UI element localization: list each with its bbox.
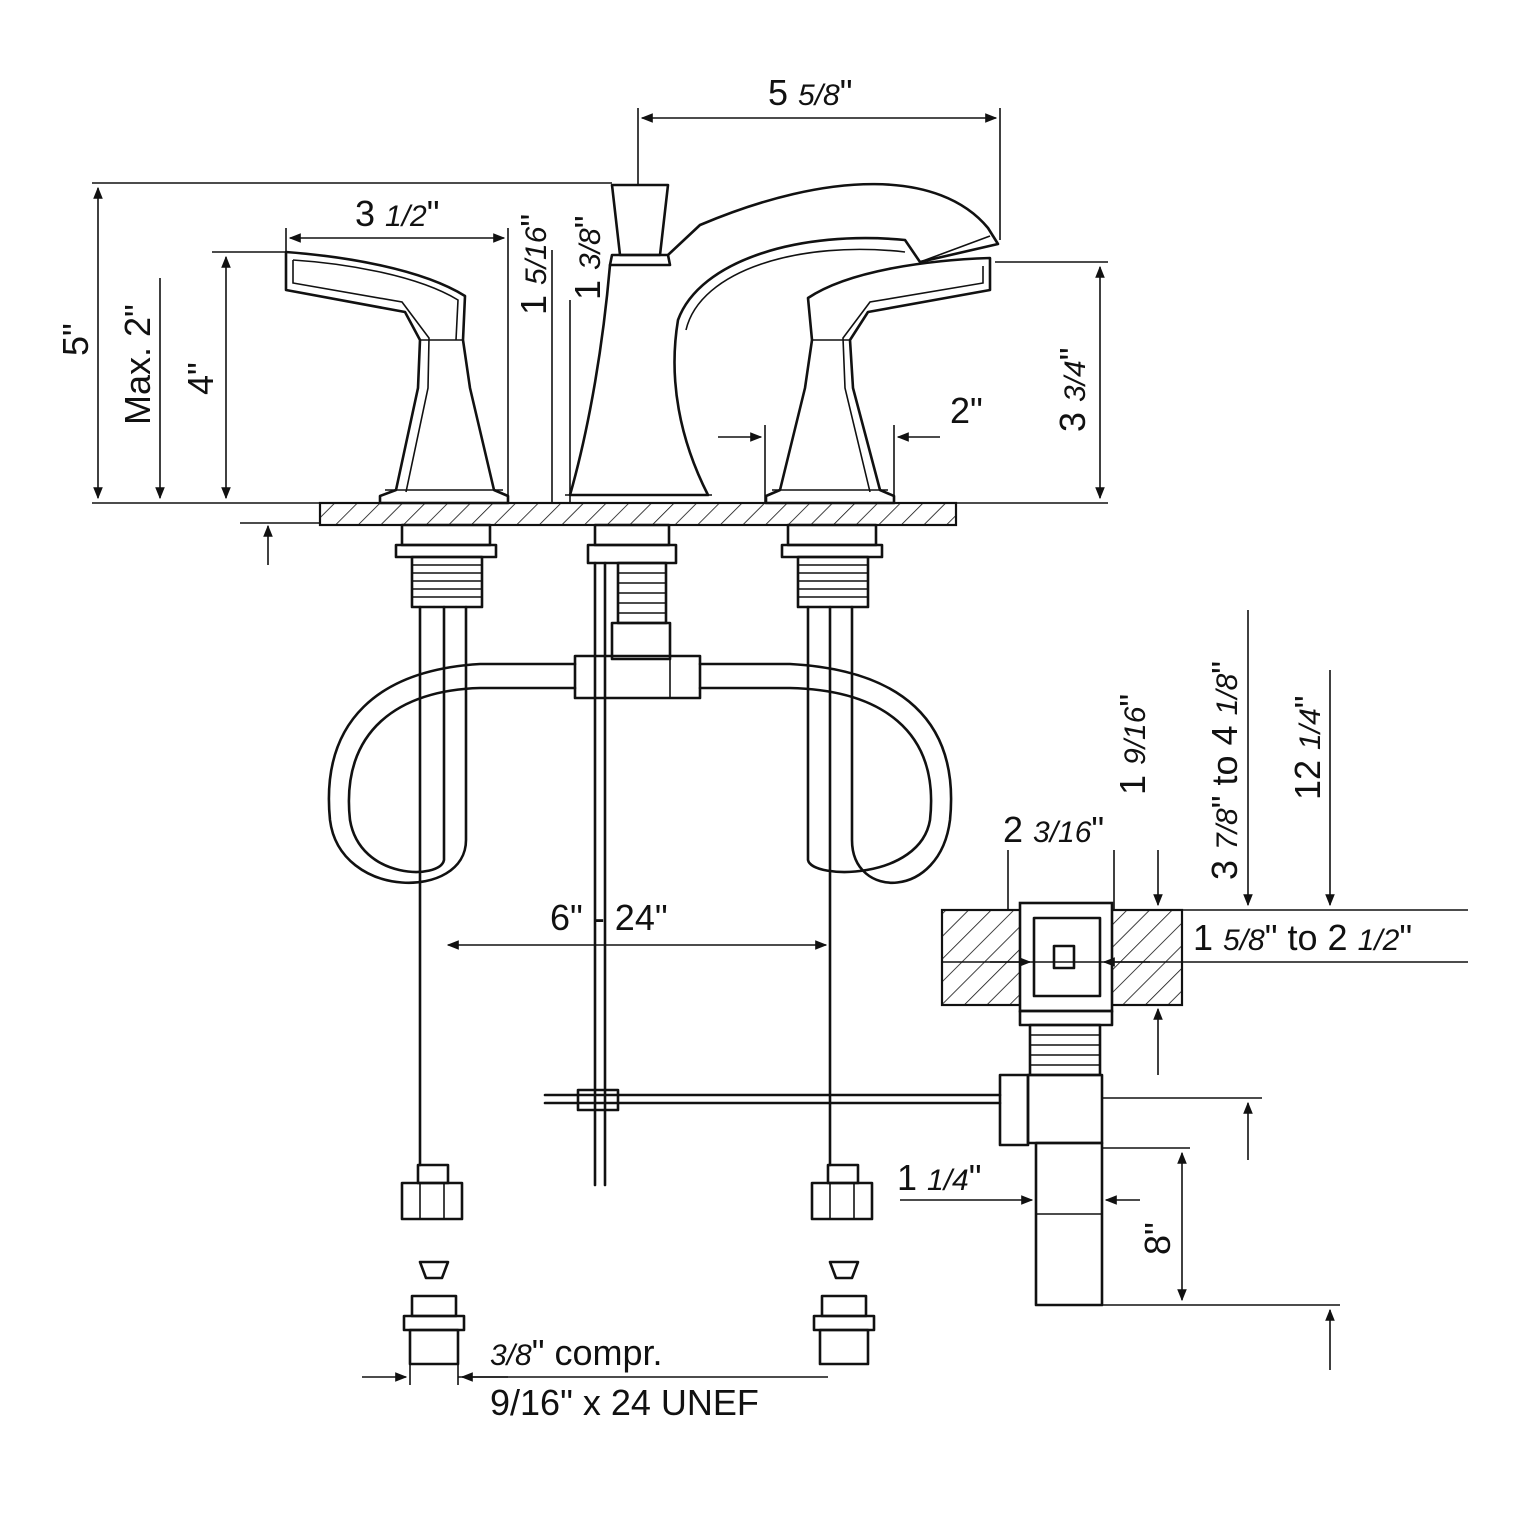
label-drain-c: 12 1/4" xyxy=(1287,695,1328,800)
left-handle xyxy=(284,250,510,505)
label-tailpiece-dia: 1 1/4" xyxy=(897,1157,982,1198)
label-spout-neck-b: 1 3/8" xyxy=(567,215,608,300)
label-handle-reach: 3 1/2" xyxy=(355,193,440,234)
center-lift-rod xyxy=(543,561,1002,1187)
label-drain-body-width: 2 3/16" xyxy=(1003,809,1104,850)
right-handle xyxy=(764,256,992,505)
left-hose-nut xyxy=(400,1163,464,1221)
right-hose-nut xyxy=(810,1163,874,1221)
label-supply-thread: 9/16" x 24 UNEF xyxy=(490,1382,759,1423)
label-spout-height: 3 3/4" xyxy=(1052,347,1093,432)
label-handle-base: 2" xyxy=(950,390,983,431)
label-drain-a: 1 9/16" xyxy=(1112,694,1153,795)
label-handle-height: 4" xyxy=(180,362,221,395)
label-tailpiece-len: 8" xyxy=(1137,1222,1178,1255)
dimension-labels: 5 5/8" 3 1/2" 5" Max. 2" 4" 1 5/16" 1 3/… xyxy=(55,72,1412,1423)
drain-assembly xyxy=(998,901,1114,1307)
label-spout-neck-a: 1 5/16" xyxy=(513,214,554,315)
dimension-lines xyxy=(92,108,1468,1385)
label-max-deck: Max. 2" xyxy=(117,304,158,425)
deck-plate xyxy=(92,501,1108,527)
label-drain-b: 3 7/8" to 4 1/8" xyxy=(1204,661,1245,880)
right-valve-body xyxy=(780,523,884,609)
left-compression-fitting xyxy=(402,1260,466,1366)
supply-hoses xyxy=(327,605,953,1167)
spout xyxy=(565,182,1000,497)
label-supply-conn: 3/8" compr. xyxy=(490,1332,663,1373)
right-compression-fitting xyxy=(812,1260,876,1366)
center-valve-body xyxy=(586,523,678,661)
left-valve-body xyxy=(394,523,498,609)
label-spout-reach: 5 5/8" xyxy=(768,72,853,113)
label-spread: 6" - 24" xyxy=(550,897,668,938)
label-overall-height: 5" xyxy=(55,323,96,356)
label-sink-thickness: 1 5/8" to 2 1/2" xyxy=(1193,917,1412,958)
